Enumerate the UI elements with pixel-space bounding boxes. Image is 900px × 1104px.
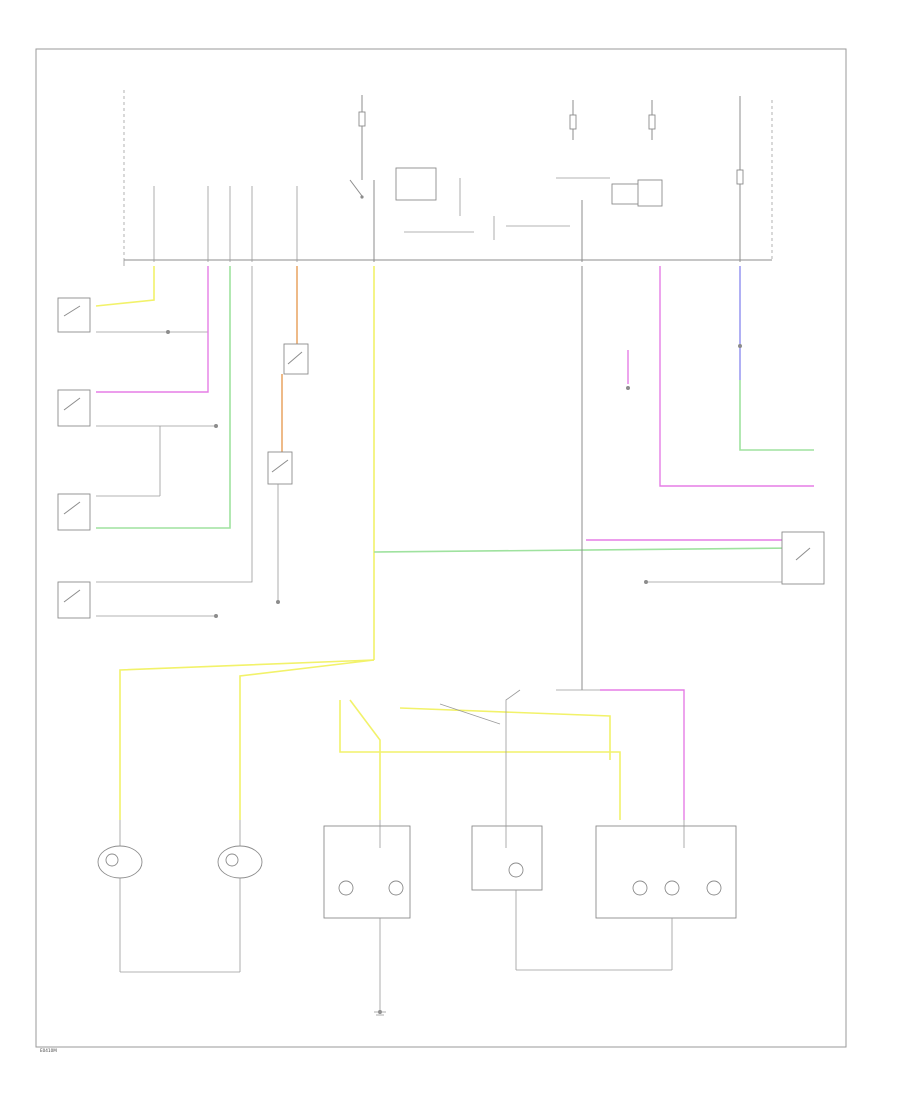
ground-symbol: [374, 1011, 386, 1016]
door-switch-2: [57, 266, 218, 428]
lamp-2: [120, 820, 263, 973]
fuse-feed-4: [736, 96, 744, 262]
footer-code: E0410M: [40, 1048, 57, 1053]
relay-internal: [404, 177, 663, 262]
yellow-bus: [119, 266, 375, 820]
diagram-frame: [35, 48, 847, 1048]
fuse-feed-3: [648, 100, 656, 140]
connector-pins: [153, 186, 298, 262]
door-switch-3: [57, 266, 231, 531]
center-grey-wire: [556, 266, 612, 691]
lamp-cluster-3: [323, 820, 411, 1014]
right-switch: [644, 531, 825, 585]
lower-distribution: [339, 689, 685, 820]
door-switch-1: [57, 266, 208, 334]
module-box: [123, 90, 773, 266]
right-feeds: [626, 266, 814, 487]
fuse-feed-2: [569, 100, 577, 140]
lamp-4: [471, 820, 543, 970]
door-switch-4: [57, 266, 253, 619]
center-switch-upper: [281, 266, 309, 452]
center-switch-lower: [267, 451, 293, 604]
fuse-feed-1: [349, 95, 437, 262]
lamp-cluster-5: [516, 820, 737, 971]
lamp-1: [97, 820, 143, 972]
green-cross-wire: [373, 539, 801, 553]
